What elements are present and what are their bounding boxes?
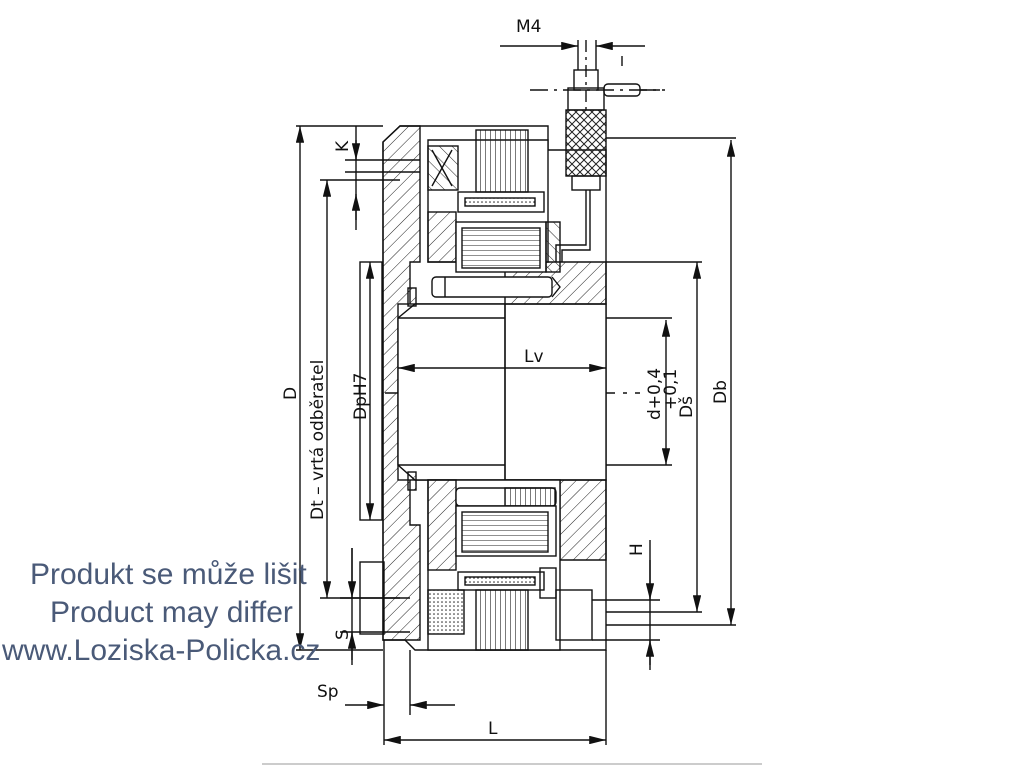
label-ds: Dš	[677, 396, 697, 418]
label-s: S	[333, 629, 353, 640]
label-d-tolerance: d+0,4	[645, 368, 665, 420]
label-dt-note: Dt – vrtá odběratel	[308, 360, 328, 520]
label-l: L	[488, 719, 498, 739]
lower-friction-disc	[427, 589, 465, 635]
watermark-url: www.Loziska-Policka.cz	[2, 634, 321, 667]
lower-nut	[555, 589, 593, 641]
upper-pin	[431, 276, 553, 298]
label-dph7: DpH7	[351, 373, 371, 420]
label-k: K	[333, 140, 353, 152]
watermark-line-cz: Produkt se může lišit	[30, 558, 307, 591]
label-m4: M4	[516, 17, 541, 37]
label-h: H	[627, 543, 647, 556]
label-db: Db	[711, 380, 731, 404]
upper-lamella-pack	[475, 129, 529, 193]
label-d-tolerance-lower: +0,1	[661, 369, 681, 410]
label-lv: Lv	[524, 347, 544, 367]
upper-armature	[427, 145, 459, 191]
watermark-line-en: Product may differ	[50, 596, 293, 629]
terminal-block	[565, 109, 607, 177]
label-sp: Sp	[317, 682, 339, 702]
upper-coil-winding	[461, 227, 541, 269]
lower-lamella-pack	[475, 589, 529, 651]
lower-coil-winding	[461, 511, 549, 553]
label-d: D	[281, 387, 301, 400]
